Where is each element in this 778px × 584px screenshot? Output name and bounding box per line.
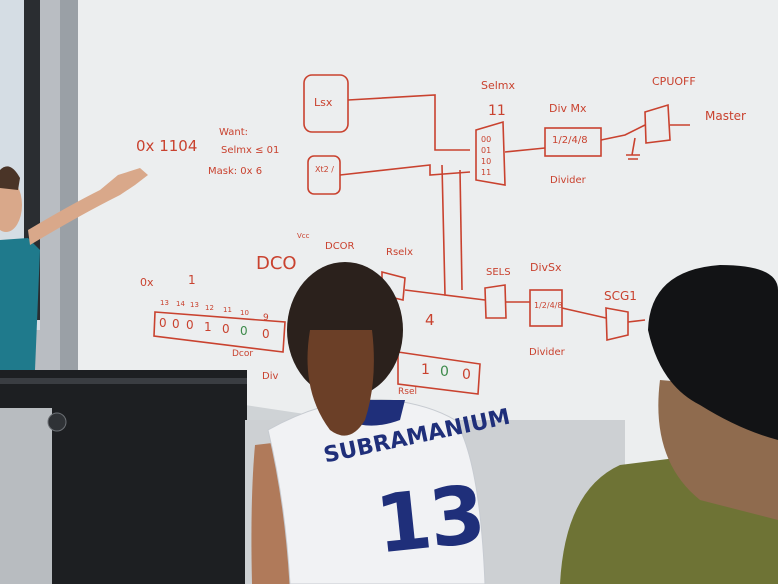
divider-label: Divider — [550, 175, 586, 186]
bit-r1: 0 — [440, 364, 449, 380]
scg1-gate — [605, 307, 629, 342]
master-label: Master — [705, 109, 746, 123]
selmx-mux — [475, 120, 506, 186]
divsx-out — [561, 307, 607, 319]
bit-register — [153, 311, 286, 353]
bit-number-12: 12 — [205, 304, 214, 312]
rsel-under: Rsel — [398, 387, 417, 397]
bucket-hat — [648, 265, 778, 440]
mux-input-10: 10 — [481, 157, 492, 166]
ground-symbol — [626, 154, 640, 160]
dcor-label: DCOR — [325, 241, 355, 252]
instructor — [0, 166, 148, 370]
cpuoff-gate — [644, 103, 671, 144]
instructor-hair — [0, 166, 20, 190]
divmx-box-text: 1/2/4/8 — [552, 135, 588, 146]
divmx-label: Div Mx — [549, 102, 587, 115]
bit-3: 1 — [204, 320, 212, 334]
mux-input-00: 00 — [481, 135, 492, 144]
dcor-under: Dcor — [232, 349, 254, 359]
instructor-arm — [28, 168, 148, 245]
divider-label-2: Divider — [529, 347, 565, 358]
hex-address: 0x 1104 — [136, 137, 198, 155]
bit-4: 0 — [222, 322, 230, 336]
instructor-shirt — [0, 238, 40, 370]
want-label: Want: — [219, 127, 249, 138]
bit-register-2 — [397, 351, 481, 395]
bit-5: 0 — [240, 324, 248, 338]
cpuoff-label: CPUOFF — [652, 75, 696, 88]
monitor — [0, 370, 247, 584]
student-right — [560, 265, 778, 584]
bit-6: 0 — [262, 327, 270, 341]
divsx-box-text: 1/2/4/8 — [534, 301, 563, 310]
jersey-number: 13 — [371, 467, 488, 572]
rselx-label: Rselx — [386, 247, 414, 258]
lsx-wire — [347, 94, 470, 151]
bit-number-13a: 13 — [160, 299, 169, 307]
bit-number-10: 10 — [240, 309, 249, 317]
sels-mux — [484, 284, 507, 319]
div-out — [600, 124, 646, 141]
selmx-label: Selmx — [481, 79, 516, 92]
divsx-label: DivSx — [530, 261, 562, 274]
ox-label: 0x — [140, 276, 154, 289]
instructor-face — [0, 178, 22, 232]
divmx-box — [544, 127, 602, 157]
one-label: 1 — [188, 273, 196, 287]
scg1-label: SCG1 — [604, 289, 637, 303]
mux-out — [504, 147, 546, 153]
vertical-bus-2 — [459, 169, 463, 291]
mux-input-11: 11 — [481, 168, 492, 177]
bit-number-13b: 13 — [190, 301, 199, 309]
bit-1: 0 — [172, 317, 180, 331]
vcc-label: Vcc — [297, 232, 310, 240]
scg1-out — [627, 319, 646, 323]
bit-number-14: 14 — [176, 300, 185, 308]
circuit-diagram — [153, 74, 690, 395]
four-label: 4 — [425, 311, 435, 329]
sels-label: SELS — [486, 267, 511, 278]
student-center — [251, 262, 486, 584]
bit-0: 0 — [159, 316, 167, 330]
lsx-block — [303, 74, 349, 133]
ground-wire — [631, 137, 636, 156]
mask-requirement: Mask: 0x 6 — [208, 166, 263, 177]
selmx-number: 11 — [488, 103, 506, 119]
xt2-text: Xt2 / — [315, 165, 334, 174]
monitor-logo — [47, 412, 67, 432]
bit-number-11: 11 — [223, 306, 232, 314]
bit-number-9: 9 — [263, 313, 269, 323]
bit-r2: 0 — [462, 367, 471, 383]
monitor-stand — [0, 408, 52, 584]
bit-r0: 1 — [421, 362, 430, 378]
bit-2: 0 — [186, 318, 194, 332]
selmx-requirement: Selmx ≤ 01 — [221, 145, 280, 156]
monitor-top-edge — [0, 378, 247, 384]
student-ponytail — [307, 330, 374, 436]
div-under: Div — [262, 371, 279, 382]
board-edge — [60, 0, 78, 375]
dco-label: DCO — [256, 253, 297, 274]
mux-input-01: 01 — [481, 146, 492, 155]
lsx-text: Lsx — [314, 96, 333, 109]
dco-wire — [404, 289, 446, 296]
xt2-wire — [339, 164, 471, 176]
